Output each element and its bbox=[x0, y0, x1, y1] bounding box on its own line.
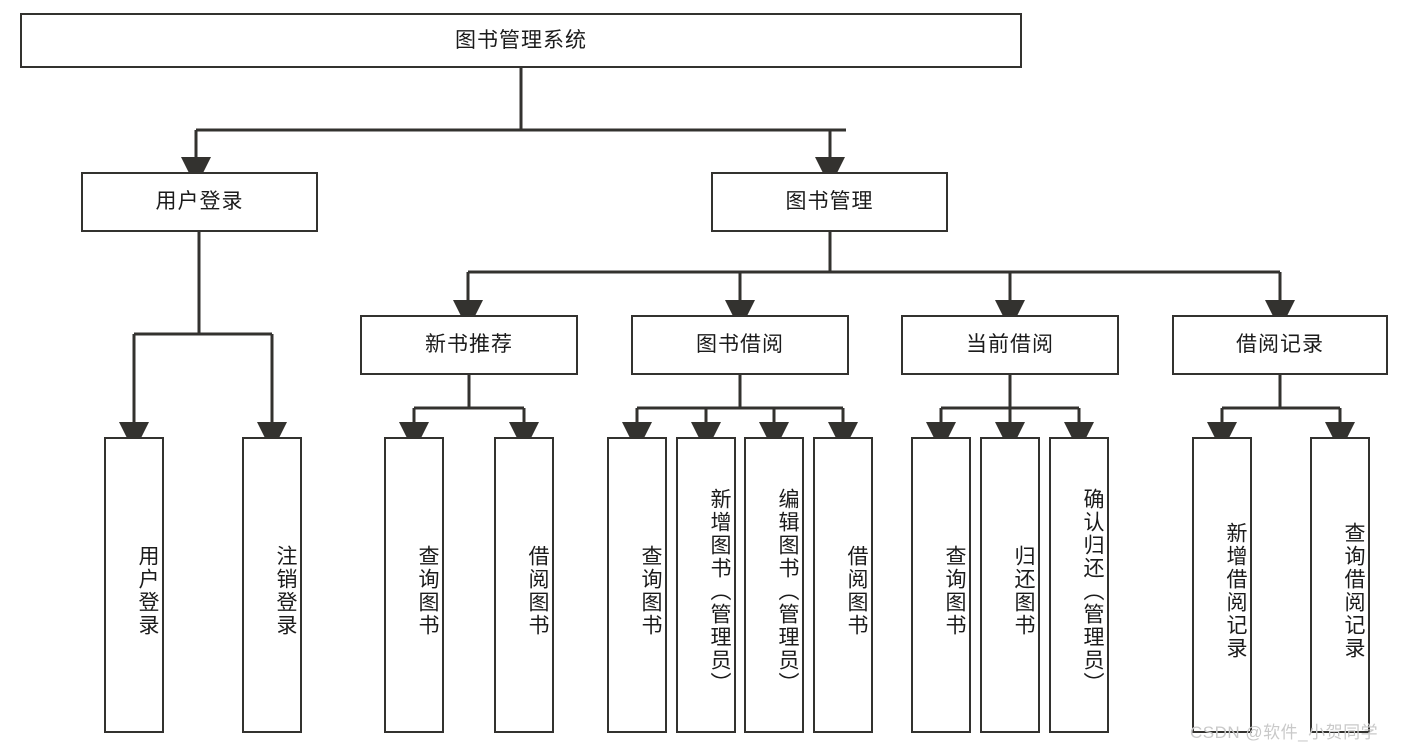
node-current-borrowing[interactable]: 当前借阅 bbox=[901, 315, 1119, 375]
leaf-query-book-newbook[interactable]: 查询图书 bbox=[384, 437, 444, 733]
leaf-query-book-current[interactable]: 查询图书 bbox=[911, 437, 971, 733]
node-label: 图书借阅 bbox=[696, 333, 784, 357]
leaf-borrow-book-borrowing[interactable]: 借阅图书 bbox=[813, 437, 873, 733]
leaf-add-book-admin[interactable]: 新增图书（管理员） bbox=[676, 437, 736, 733]
node-label: 查询借阅记录 bbox=[1342, 522, 1365, 660]
node-label: 新书推荐 bbox=[425, 333, 513, 357]
leaf-return-book[interactable]: 归还图书 bbox=[980, 437, 1040, 733]
node-label: 编辑图书（管理员） bbox=[776, 487, 799, 695]
node-new-book-recommendation[interactable]: 新书推荐 bbox=[360, 315, 578, 375]
node-book-management[interactable]: 图书管理 bbox=[711, 172, 948, 232]
node-label: 新增图书（管理员） bbox=[708, 487, 731, 695]
leaf-confirm-return-admin[interactable]: 确认归还（管理员） bbox=[1049, 437, 1109, 733]
node-root-book-management-system[interactable]: 图书管理系统 bbox=[20, 13, 1022, 68]
leaf-query-book-borrowing[interactable]: 查询图书 bbox=[607, 437, 667, 733]
node-label: 借阅图书 bbox=[845, 545, 868, 637]
node-label: 查询图书 bbox=[943, 545, 966, 637]
node-label: 新增借阅记录 bbox=[1224, 522, 1247, 660]
node-label: 借阅记录 bbox=[1236, 333, 1324, 357]
leaf-add-borrow-record[interactable]: 新增借阅记录 bbox=[1192, 437, 1252, 733]
leaf-query-borrow-record[interactable]: 查询借阅记录 bbox=[1310, 437, 1370, 733]
node-label: 借阅图书 bbox=[526, 545, 549, 637]
csdn-watermark: CSDN @软件_小贺同学 bbox=[1190, 723, 1379, 742]
node-label: 用户登录 bbox=[136, 545, 159, 637]
leaf-logout[interactable]: 注销登录 bbox=[242, 437, 302, 733]
node-user-login[interactable]: 用户登录 bbox=[81, 172, 318, 232]
leaf-edit-book-admin[interactable]: 编辑图书（管理员） bbox=[744, 437, 804, 733]
node-borrowing-record[interactable]: 借阅记录 bbox=[1172, 315, 1388, 375]
node-label: 图书管理系统 bbox=[455, 28, 587, 52]
node-label: 图书管理 bbox=[785, 190, 874, 214]
node-label: 用户登录 bbox=[155, 190, 244, 214]
node-label: 确认归还（管理员） bbox=[1081, 487, 1104, 695]
node-label: 查询图书 bbox=[639, 545, 662, 637]
leaf-user-login[interactable]: 用户登录 bbox=[104, 437, 164, 733]
node-label: 查询图书 bbox=[416, 545, 439, 637]
leaf-borrow-book-newbook[interactable]: 借阅图书 bbox=[494, 437, 554, 733]
node-label: 当前借阅 bbox=[966, 333, 1054, 357]
node-label: 归还图书 bbox=[1012, 545, 1035, 637]
node-label: 注销登录 bbox=[274, 545, 297, 637]
node-book-borrowing[interactable]: 图书借阅 bbox=[631, 315, 849, 375]
